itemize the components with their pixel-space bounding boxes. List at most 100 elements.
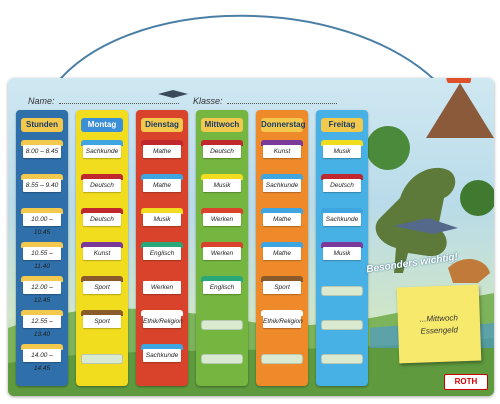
lesson-slot[interactable]: Sachkunde bbox=[321, 208, 363, 228]
lesson-slot[interactable]: 12.00 – 12.45 bbox=[21, 276, 63, 304]
lesson-label: 8.55 – 9.40 bbox=[23, 179, 61, 192]
slot-tab bbox=[81, 276, 123, 282]
slot-tab bbox=[201, 174, 243, 180]
lesson-slot[interactable]: Werken bbox=[141, 276, 183, 296]
lesson-slot[interactable] bbox=[261, 354, 303, 364]
lesson-slot[interactable]: Kunst bbox=[261, 140, 303, 160]
sticky-note: ...Mittwoch Essengeld bbox=[396, 284, 482, 364]
note-line-1: ...Mittwoch bbox=[419, 313, 459, 324]
lesson-label: Werken bbox=[203, 213, 241, 226]
lesson-label: Ethik/Religion bbox=[263, 315, 303, 328]
lesson-label: Mathe bbox=[263, 247, 301, 260]
lesson-slot[interactable]: Mathe bbox=[141, 140, 183, 160]
lesson-label: 10.00 – 10.45 bbox=[23, 213, 61, 236]
slot-tab bbox=[261, 208, 303, 214]
column-header-stunden: Stunden bbox=[21, 118, 63, 132]
column-header-dienstag: Dienstag bbox=[141, 118, 183, 132]
lesson-slot[interactable]: Ethik/Religion bbox=[261, 310, 303, 330]
slot-tab bbox=[261, 310, 303, 316]
lesson-slot[interactable]: Kunst bbox=[81, 242, 123, 262]
lesson-label: Deutsch bbox=[83, 213, 121, 226]
lesson-slot[interactable]: 10.55 – 11.40 bbox=[21, 242, 63, 270]
lesson-slot[interactable] bbox=[81, 354, 123, 364]
lesson-slot[interactable]: Sachkunde bbox=[141, 344, 183, 364]
lesson-slot[interactable]: Musik bbox=[321, 242, 363, 262]
lesson-label: Mathe bbox=[143, 179, 181, 192]
lesson-label: Deutsch bbox=[323, 179, 361, 192]
lesson-slot[interactable]: Werken bbox=[201, 242, 243, 262]
lesson-slot[interactable]: Mathe bbox=[141, 174, 183, 194]
lesson-slot[interactable]: Werken bbox=[201, 208, 243, 228]
lesson-slot[interactable]: 14.00 – 14.45 bbox=[21, 344, 63, 372]
slot-tab bbox=[21, 174, 63, 180]
lesson-slot[interactable]: 12.55 – 13.40 bbox=[21, 310, 63, 338]
lesson-label: 12.55 – 13.40 bbox=[23, 315, 61, 338]
dinosaur-scene bbox=[8, 78, 494, 396]
lesson-label: Werken bbox=[143, 281, 181, 294]
lesson-label: Sport bbox=[263, 281, 301, 294]
column-header-montag: Montag bbox=[81, 118, 123, 132]
lesson-label: Ethik/Religion bbox=[143, 315, 183, 328]
lesson-slot[interactable]: Sachkunde bbox=[81, 140, 123, 160]
slot-tab bbox=[21, 276, 63, 282]
lesson-slot[interactable] bbox=[321, 286, 363, 296]
lesson-slot[interactable]: Englisch bbox=[201, 276, 243, 296]
lesson-slot[interactable]: Ethik/Religion bbox=[141, 310, 183, 330]
lesson-slot[interactable]: Deutsch bbox=[201, 140, 243, 160]
lesson-label: Deutsch bbox=[203, 145, 241, 158]
lesson-label: Musik bbox=[203, 179, 241, 192]
lesson-slot[interactable]: Englisch bbox=[141, 242, 183, 262]
lesson-slot[interactable] bbox=[321, 320, 363, 330]
lesson-label: Englisch bbox=[143, 247, 181, 260]
slot-tab bbox=[21, 310, 63, 316]
slot-tab bbox=[81, 242, 123, 248]
lesson-slot[interactable] bbox=[321, 354, 363, 364]
lesson-label: Kunst bbox=[263, 145, 301, 158]
lesson-label: Musik bbox=[143, 213, 181, 226]
lesson-slot[interactable]: 10.00 – 10.45 bbox=[21, 208, 63, 236]
lesson-slot[interactable]: Deutsch bbox=[321, 174, 363, 194]
lesson-slot[interactable] bbox=[201, 354, 243, 364]
lesson-slot[interactable]: Deutsch bbox=[81, 174, 123, 194]
slot-tab bbox=[141, 174, 183, 180]
slot-tab bbox=[321, 242, 363, 248]
slot-tab bbox=[81, 310, 123, 316]
slot-tab bbox=[261, 140, 303, 146]
lesson-slot[interactable]: Musik bbox=[201, 174, 243, 194]
lesson-slot[interactable]: Musik bbox=[141, 208, 183, 228]
slot-tab bbox=[21, 344, 63, 350]
lesson-slot[interactable]: Sport bbox=[81, 310, 123, 330]
slot-tab bbox=[261, 242, 303, 248]
lesson-label: Sport bbox=[83, 281, 121, 294]
lesson-label: Deutsch bbox=[83, 179, 121, 192]
lesson-slot[interactable]: 8.55 – 9.40 bbox=[21, 174, 63, 194]
class-field: Klasse: bbox=[193, 96, 337, 106]
lesson-slot[interactable]: Sport bbox=[261, 276, 303, 296]
lesson-label: 14.00 – 14.45 bbox=[23, 349, 61, 372]
lesson-label: Kunst bbox=[83, 247, 121, 260]
name-field: Name: bbox=[28, 96, 179, 106]
slot-tab bbox=[141, 276, 183, 282]
lesson-label: Sachkunde bbox=[83, 145, 121, 158]
lesson-slot[interactable]: Sachkunde bbox=[261, 174, 303, 194]
lesson-slot[interactable]: Mathe bbox=[261, 208, 303, 228]
lesson-slot[interactable]: Sport bbox=[81, 276, 123, 296]
note-line-2: Essengeld bbox=[420, 325, 459, 336]
slot-tab bbox=[141, 208, 183, 214]
timetable-board: Name: Klasse: Stunden 8.00 – 8.45 8.55 – 9… bbox=[8, 78, 494, 396]
lesson-slot[interactable]: Deutsch bbox=[81, 208, 123, 228]
lesson-slot[interactable]: Mathe bbox=[261, 242, 303, 262]
lesson-label: Englisch bbox=[203, 281, 241, 294]
lesson-slot[interactable] bbox=[201, 320, 243, 330]
lesson-slot[interactable]: 8.00 – 8.45 bbox=[21, 140, 63, 160]
lesson-label: Sachkunde bbox=[263, 179, 301, 192]
lesson-slot[interactable]: Musik bbox=[321, 140, 363, 160]
slot-tab bbox=[81, 140, 123, 146]
lesson-label: Musik bbox=[323, 247, 361, 260]
slot-tab bbox=[141, 310, 183, 316]
